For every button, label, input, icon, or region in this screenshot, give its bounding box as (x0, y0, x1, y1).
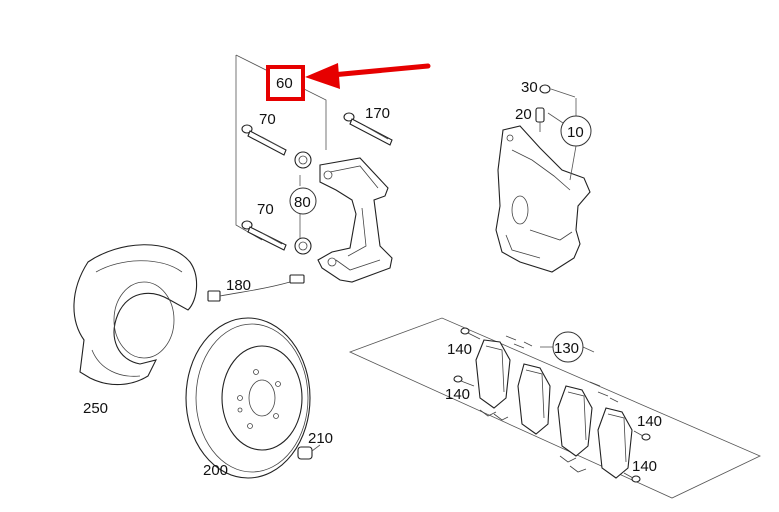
bushing-80-upper (294, 151, 312, 169)
bleeder-screw-20 (535, 107, 545, 132)
bolt-70-lower (241, 220, 287, 251)
caliper-carrier (317, 157, 393, 283)
label-210[interactable]: 210 (308, 430, 333, 447)
wear-sensor (207, 274, 305, 302)
bolt-70-upper (241, 124, 287, 156)
bushing-80-lower (294, 237, 312, 255)
brake-pad-3 (557, 385, 593, 457)
callout-circle-130 (552, 331, 584, 363)
highlight-arrow (305, 63, 431, 89)
label-10[interactable]: 10 (567, 124, 584, 141)
brake-pad-1 (475, 339, 511, 409)
label-200[interactable]: 200 (203, 462, 228, 479)
callout-circle-80 (289, 187, 317, 215)
label-170[interactable]: 170 (365, 105, 390, 122)
label-30[interactable]: 30 (521, 79, 538, 96)
brake-pad-4 (597, 407, 633, 479)
screw-210 (297, 444, 321, 460)
label-70-upper[interactable]: 70 (259, 111, 276, 128)
bolt-170 (343, 112, 393, 146)
dust-cap-30 (539, 84, 551, 94)
callout-circle-10 (560, 115, 592, 147)
label-140-a[interactable]: 140 (447, 341, 472, 358)
brake-pad-2 (517, 363, 551, 435)
label-140-c[interactable]: 140 (637, 413, 662, 430)
label-180[interactable]: 180 (226, 277, 251, 294)
label-60[interactable]: 60 (276, 75, 293, 92)
label-130[interactable]: 130 (554, 340, 579, 357)
label-250[interactable]: 250 (83, 400, 108, 417)
brake-disc (185, 317, 311, 479)
pad-clips (479, 335, 619, 473)
pad-pins (453, 327, 651, 483)
highlight-box (266, 65, 305, 101)
label-140-b[interactable]: 140 (445, 386, 470, 403)
label-20[interactable]: 20 (515, 106, 532, 123)
pad-kit-frame (348, 317, 761, 499)
brake-caliper (495, 125, 591, 273)
label-140-d[interactable]: 140 (632, 458, 657, 475)
label-70-lower[interactable]: 70 (257, 201, 274, 218)
splash-shield (73, 244, 198, 386)
caliper-leads (547, 88, 577, 181)
label-80[interactable]: 80 (294, 194, 311, 211)
